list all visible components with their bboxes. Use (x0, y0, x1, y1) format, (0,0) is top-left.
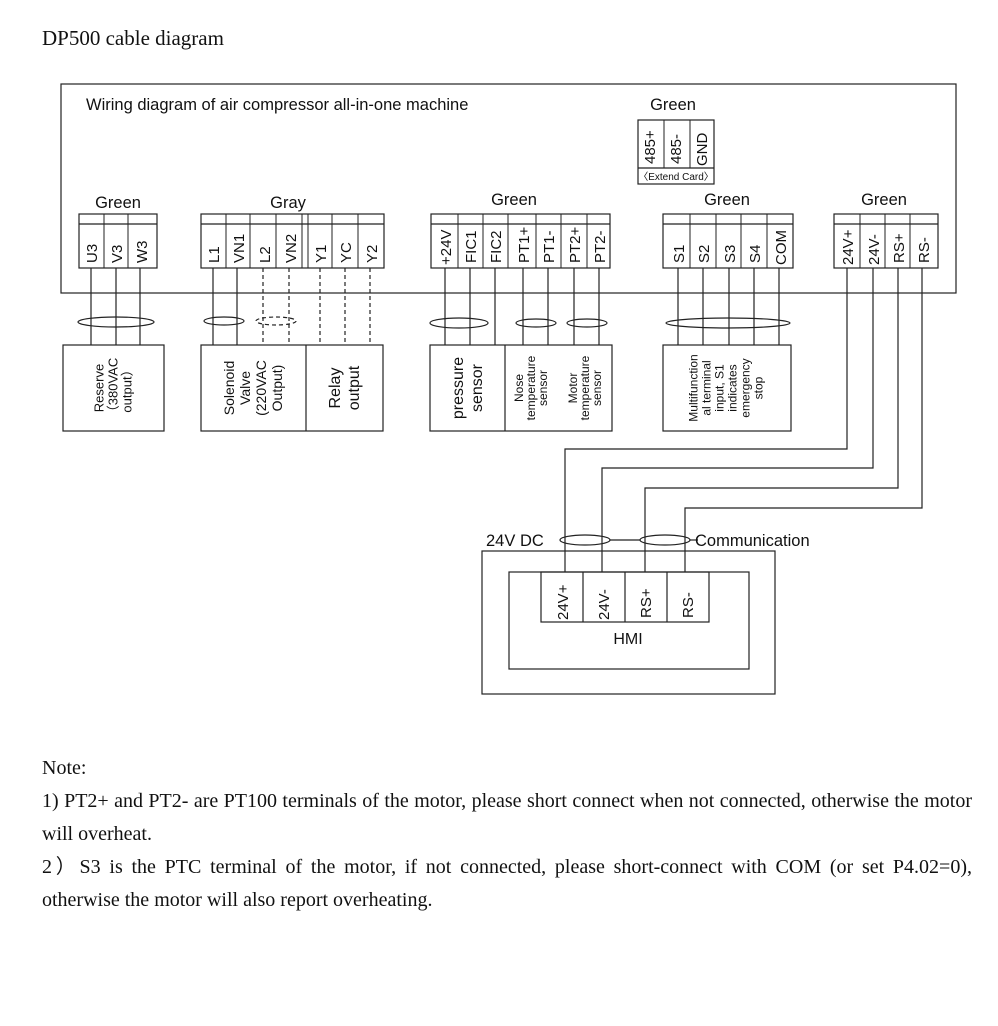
page-title: DP500 cable diagram (42, 26, 224, 50)
device-box-solenoid-relay (200, 344, 384, 432)
terminal-label: S1 (671, 245, 688, 263)
block-color-label: Green (861, 191, 907, 209)
extend-card-color-label: Green (650, 96, 696, 114)
terminal-label: GND (694, 133, 711, 167)
terminal-label: FIC1 (463, 230, 480, 263)
device-label: Multifunctional terminalinput, S1indicat… (687, 354, 766, 421)
terminal-label: L2 (257, 246, 274, 263)
terminal-label: YC (338, 242, 355, 263)
device-label: Reserve（380VACoutput） (92, 358, 135, 418)
terminal-label: V3 (109, 245, 126, 263)
device-label: Nosetemperaturesensor (512, 355, 550, 420)
terminal-label: 485- (668, 134, 685, 164)
terminal-label: +24V (438, 230, 455, 265)
terminal-label: 485+ (642, 130, 659, 164)
terminal-label: U3 (84, 244, 101, 263)
note-item: 2）S3 is the PTC terminal of the motor, i… (42, 856, 972, 911)
extend-card-outline (637, 119, 715, 185)
block-color-label: Green (704, 191, 750, 209)
notes-heading: Note: (42, 757, 87, 779)
device-box-multifunction (662, 344, 792, 432)
hmi-outer-box (481, 550, 776, 695)
device-box-sensors (429, 344, 613, 432)
terminal-label: 24V- (866, 234, 883, 265)
block-green-2-outline (430, 213, 611, 269)
terminal-label: COM (773, 230, 790, 265)
terminal-label: PT2+ (567, 226, 584, 263)
block-green-4-outline (833, 213, 939, 269)
block-gray-outline (200, 213, 385, 269)
hmi-terminal-label: RS- (680, 592, 697, 618)
terminal-label: VN2 (283, 234, 300, 263)
block-green-1-outline (78, 213, 158, 269)
terminal-label: S2 (696, 245, 713, 263)
hmi-terminal-label: 24V+ (555, 584, 572, 620)
terminal-label: FIC2 (488, 230, 505, 263)
terminal-label: L1 (206, 246, 223, 263)
note-item: 1) PT2+ and PT2- are PT100 terminals of … (42, 790, 972, 845)
hmi-terminal-label: 24V- (596, 589, 613, 620)
block-color-label: Green (491, 191, 537, 209)
hmi-label: HMI (613, 631, 642, 648)
wiring-diagram: Wiring diagram of air compressor all-in-… (60, 83, 957, 695)
block-color-label: Green (95, 194, 141, 212)
communication-label: Communication (695, 532, 810, 550)
hmi-inner-box (508, 571, 750, 670)
terminal-label: Y1 (313, 245, 330, 263)
terminal-label: W3 (134, 241, 151, 264)
notes-section: Note: 1) PT2+ and PT2- are PT100 termina… (42, 752, 972, 917)
diagram-heading: Wiring diagram of air compressor all-in-… (86, 96, 468, 114)
terminal-label: PT1+ (516, 226, 533, 263)
terminal-label: RS+ (891, 233, 908, 263)
device-box-reserve (62, 344, 165, 432)
block-color-label: Gray (270, 194, 307, 212)
hmi-terminal-label: RS+ (638, 588, 655, 618)
controller-box (60, 83, 957, 294)
device-label: SolenoidValve(220VACOutput) (221, 360, 285, 416)
dc-label: 24V DC (486, 532, 544, 550)
terminal-label: S3 (722, 245, 739, 263)
device-label: Motortemperaturesensor (566, 355, 604, 420)
terminal-label: S4 (747, 245, 764, 263)
terminal-label: PT1- (541, 230, 558, 263)
terminal-label: 24V+ (840, 229, 857, 265)
terminal-label: Y2 (364, 245, 381, 263)
extend-card-caption: 〈Extend Card〉 (638, 171, 714, 183)
terminal-label: RS- (916, 237, 933, 263)
terminal-label: VN1 (231, 234, 248, 263)
block-green-3-outline (662, 213, 794, 269)
terminal-label: PT2- (592, 230, 609, 263)
